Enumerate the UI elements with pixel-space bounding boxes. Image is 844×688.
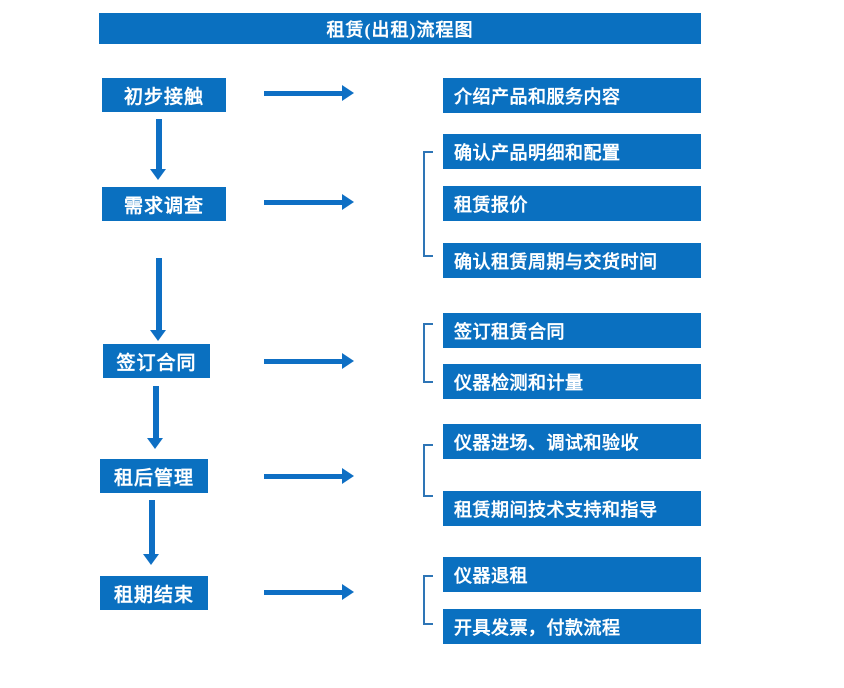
detail-box-invoice-payment: 开具发票，付款流程 [443, 609, 701, 644]
step-box-initial-contact: 初步接触 [102, 78, 226, 112]
detail-box-sign-rental-contract: 签订租赁合同 [443, 313, 701, 348]
arrow-head [150, 169, 166, 180]
arrow-stem [156, 258, 162, 330]
arrow-right-icon [264, 353, 354, 370]
arrow-stem [264, 91, 342, 96]
detail-box-technical-support: 租赁期间技术支持和指导 [443, 491, 701, 526]
arrow-down-icon [147, 386, 164, 449]
step-box-sign-contract: 签订合同 [103, 344, 210, 378]
bracket-connector [423, 444, 433, 497]
flowchart-title: 租赁(出租)流程图 [99, 13, 701, 44]
arrow-head [342, 353, 354, 369]
arrow-down-icon [143, 500, 160, 565]
detail-box-confirm-period-delivery: 确认租赁周期与交货时间 [443, 243, 701, 278]
bracket-connector [423, 323, 433, 383]
arrow-stem [264, 474, 342, 479]
arrow-stem [264, 200, 342, 205]
arrow-head [342, 584, 354, 600]
arrow-stem [264, 590, 342, 595]
arrow-right-icon [264, 584, 354, 601]
arrow-head [143, 554, 159, 565]
arrow-head [342, 468, 354, 484]
arrow-head [150, 330, 166, 341]
arrow-stem [156, 119, 162, 169]
arrow-down-icon [150, 258, 167, 341]
detail-box-introduce-products: 介绍产品和服务内容 [443, 78, 701, 113]
arrow-head [342, 85, 354, 101]
bracket-connector [423, 575, 433, 625]
step-box-post-rental-management: 租后管理 [100, 459, 208, 493]
detail-box-instrument-setup-acceptance: 仪器进场、调试和验收 [443, 424, 701, 459]
step-box-rental-end: 租期结束 [100, 576, 208, 610]
arrow-stem [149, 500, 155, 554]
detail-box-instrument-return: 仪器退租 [443, 557, 701, 592]
arrow-stem [153, 386, 159, 438]
detail-box-confirm-product-config: 确认产品明细和配置 [443, 134, 701, 169]
bracket-connector [423, 151, 433, 257]
step-box-demand-survey: 需求调查 [102, 187, 226, 221]
arrow-stem [264, 359, 342, 364]
arrow-down-icon [150, 119, 167, 180]
detail-box-rental-quotation: 租赁报价 [443, 186, 701, 221]
arrow-right-icon [264, 85, 354, 102]
arrow-right-icon [264, 468, 354, 485]
arrow-head [342, 194, 354, 210]
detail-box-instrument-inspection: 仪器检测和计量 [443, 364, 701, 399]
arrow-right-icon [264, 194, 354, 211]
arrow-head [147, 438, 163, 449]
